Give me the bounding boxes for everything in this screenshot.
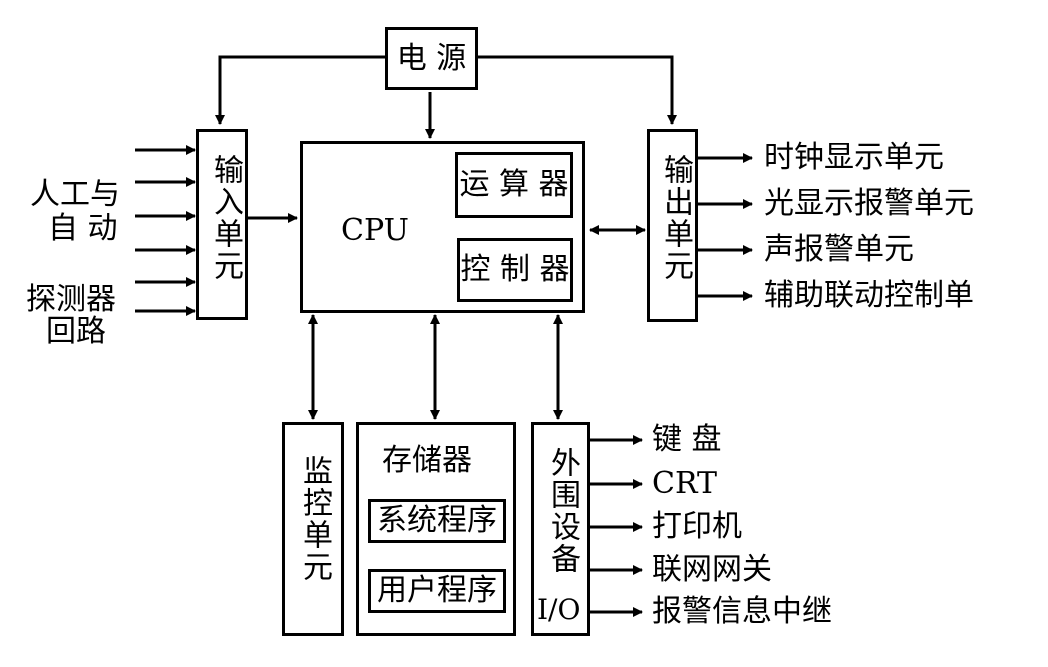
power-to-input-line — [215, 55, 385, 125]
peripheral-label-crt: CRT — [652, 466, 718, 501]
power-label: 电 源 — [396, 40, 467, 76]
monitor-unit-label: 监控单元 — [297, 455, 332, 583]
power-box: 电 源 — [385, 27, 478, 90]
manual-auto-label-2: 自 动 — [48, 211, 118, 246]
peripheral-label-gateway: 联网网关 — [652, 552, 772, 587]
monitor-unit-box: 监控单元 — [282, 422, 344, 636]
input-unit-label: 输入单元 — [208, 154, 243, 282]
peripheral-label-alarm-relay: 报警信息中继 — [652, 594, 832, 629]
detector-label-1: 探测器 — [26, 282, 116, 317]
power-to-output-line — [478, 55, 677, 125]
controller-label: 控 制 器 — [460, 252, 570, 287]
output-label-aux-control: 辅助联动控制单 — [764, 278, 974, 313]
output-label-sound-alarm: 声报警单元 — [764, 232, 914, 267]
input-unit-box: 输入单元 — [196, 129, 248, 320]
peripheral-label: 外围设备 — [545, 447, 580, 575]
manual-auto-label-1: 人工与 — [30, 177, 120, 212]
memory-box: 存储器 系统程序 用户程序 — [356, 422, 516, 636]
cpu-box: CPU 运 算 器 控 制 器 — [300, 141, 585, 313]
peripheral-label-printer: 打印机 — [652, 509, 742, 544]
system-program-box: 系统程序 — [368, 499, 506, 543]
alu-box: 运 算 器 — [455, 152, 573, 218]
output-unit-box: 输出单元 — [647, 129, 698, 322]
peripheral-io-label: I/O — [537, 593, 581, 626]
output-label-light-alarm: 光显示报警单元 — [764, 186, 974, 221]
peripheral-label-keyboard: 键 盘 — [652, 422, 722, 457]
output-unit-label: 输出单元 — [658, 154, 693, 282]
memory-title: 存储器 — [382, 443, 472, 478]
output-label-clock: 时钟显示单元 — [764, 140, 944, 175]
detector-label-2: 回路 — [46, 314, 106, 349]
alu-label: 运 算 器 — [459, 167, 569, 202]
user-program-box: 用户程序 — [368, 569, 506, 613]
system-program-label: 系统程序 — [377, 503, 497, 538]
controller-box: 控 制 器 — [457, 238, 573, 302]
user-program-label: 用户程序 — [377, 573, 497, 608]
cpu-label: CPU — [341, 213, 409, 248]
peripheral-io-box: 外围设备 I/O — [531, 422, 590, 636]
